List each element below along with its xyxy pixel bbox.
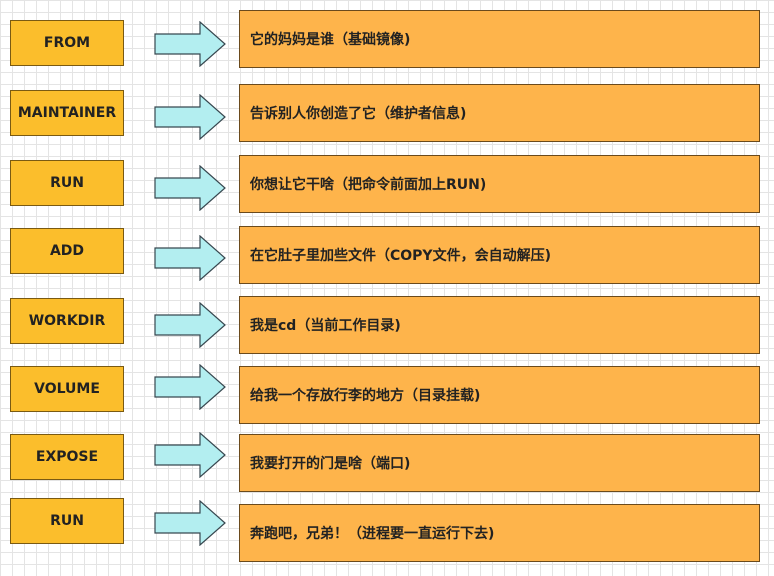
description-label: 奔跑吧，兄弟！（进程要一直运行下去) — [250, 526, 495, 542]
keyword-label: MAINTAINER — [17, 105, 117, 121]
description-label: 我要打开的门是啥（端口) — [250, 456, 411, 472]
description-label: 你想让它干啥（把命令前面加上RUN) — [250, 177, 487, 193]
arrow-right-icon — [154, 500, 226, 546]
description-box: 它的妈妈是谁（基础镜像) — [239, 10, 760, 68]
keyword-label: VOLUME — [34, 381, 100, 397]
arrow-right-icon — [154, 364, 226, 410]
description-box: 奔跑吧，兄弟！（进程要一直运行下去) — [239, 504, 760, 562]
description-label: 在它肚子里加些文件（COPY文件，会自动解压) — [250, 248, 551, 264]
keyword-box: RUN — [10, 498, 124, 544]
keyword-label: RUN — [50, 175, 84, 191]
description-label: 我是cd（当前工作目录) — [250, 318, 401, 334]
arrow-right-icon — [154, 21, 226, 67]
description-box: 在它肚子里加些文件（COPY文件，会自动解压) — [239, 226, 760, 284]
keyword-label: WORKDIR — [28, 313, 106, 329]
keyword-box: RUN — [10, 160, 124, 206]
keyword-box: FROM — [10, 20, 124, 66]
keyword-box: ADD — [10, 228, 124, 274]
arrow-right-icon — [154, 432, 226, 478]
description-label: 给我一个存放行李的地方（目录挂载) — [250, 388, 481, 404]
keyword-label: RUN — [50, 513, 84, 529]
arrow-right-icon — [154, 235, 226, 281]
keyword-label: EXPOSE — [35, 449, 99, 465]
arrow-right-icon — [154, 302, 226, 348]
description-label: 它的妈妈是谁（基础镜像) — [250, 32, 411, 48]
description-box: 你想让它干啥（把命令前面加上RUN) — [239, 155, 760, 213]
description-label: 告诉别人你创造了它（维护者信息) — [250, 106, 467, 122]
description-box: 我要打开的门是啥（端口) — [239, 434, 760, 492]
keyword-box: WORKDIR — [10, 298, 124, 344]
arrow-right-icon — [154, 165, 226, 211]
keyword-label: FROM — [43, 35, 91, 51]
description-box: 给我一个存放行李的地方（目录挂载) — [239, 366, 760, 424]
description-box: 告诉别人你创造了它（维护者信息) — [239, 84, 760, 142]
description-box: 我是cd（当前工作目录) — [239, 296, 760, 354]
arrow-right-icon — [154, 94, 226, 140]
keyword-label: ADD — [49, 243, 85, 259]
keyword-box: MAINTAINER — [10, 90, 124, 136]
keyword-box: EXPOSE — [10, 434, 124, 480]
keyword-box: VOLUME — [10, 366, 124, 412]
